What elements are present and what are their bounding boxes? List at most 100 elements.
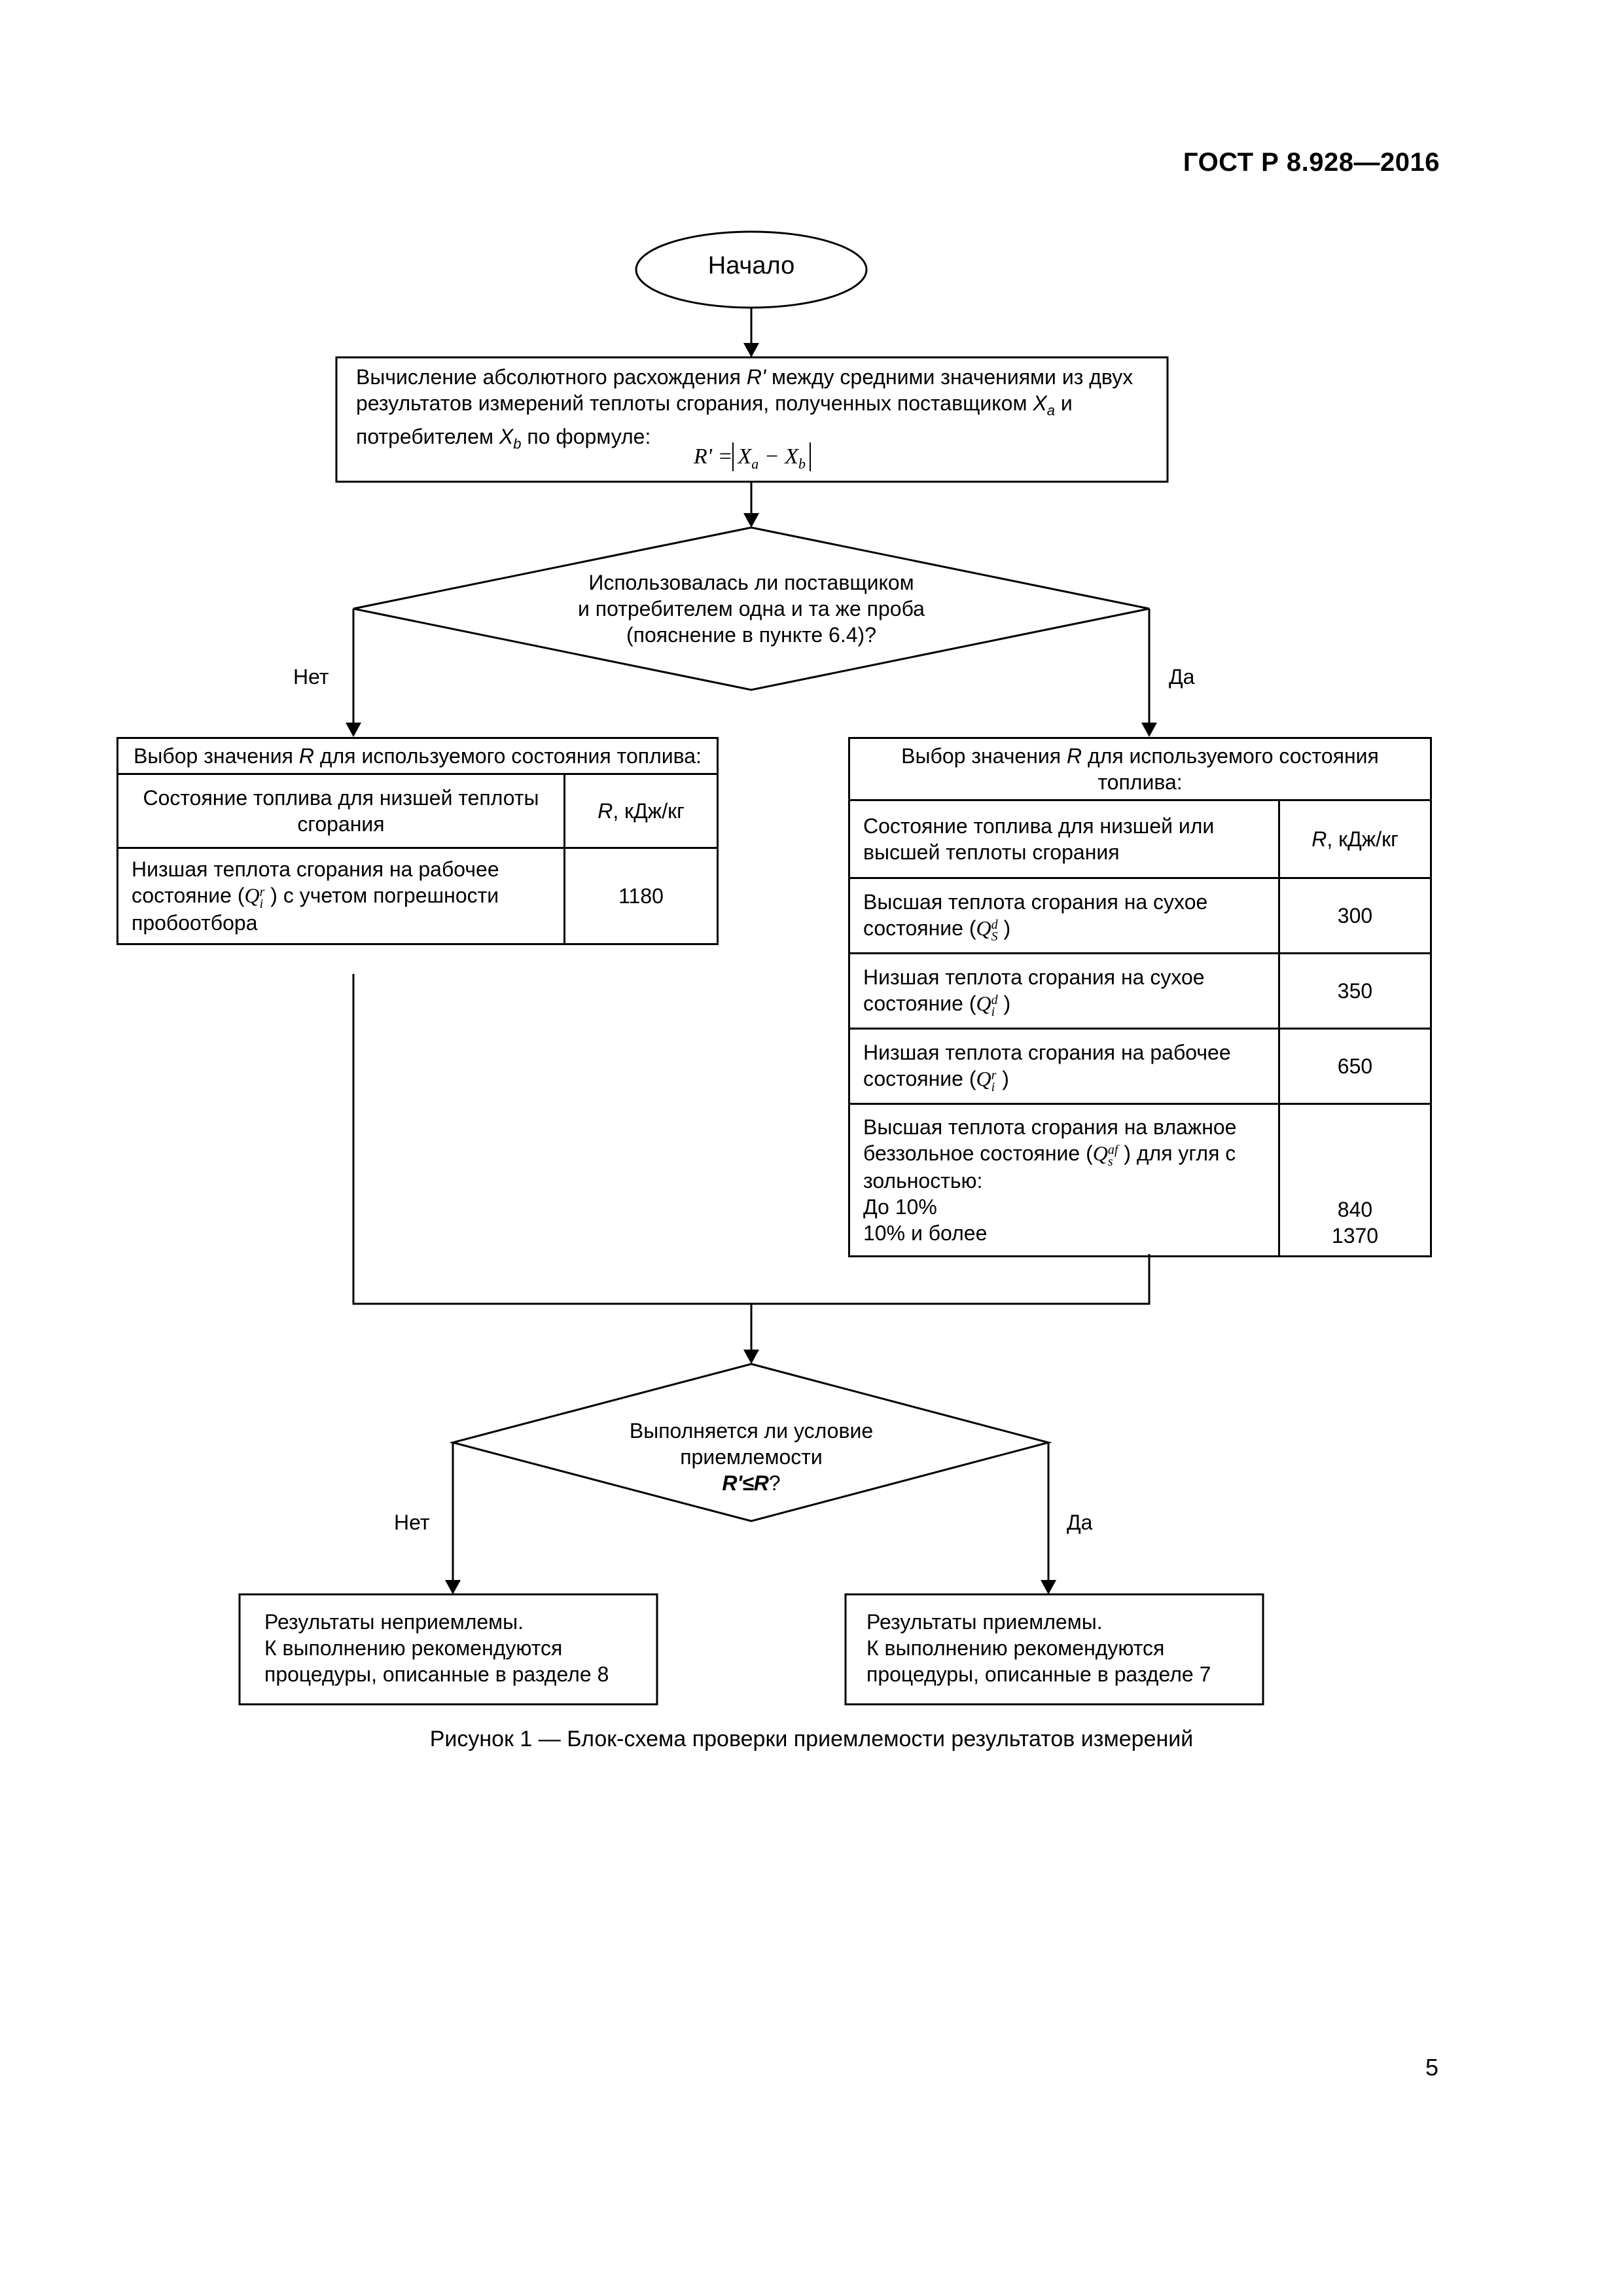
row-text: ) <box>997 992 1011 1016</box>
q-letter: Q <box>976 1067 991 1091</box>
right-table-row1-value: 300 <box>1278 877 1432 954</box>
decision1-yes-label: Да <box>1169 665 1195 689</box>
formula-xa: X <box>738 444 752 469</box>
q-letter: Q <box>976 992 991 1016</box>
decision2-line1: Выполняется ли условие <box>629 1419 874 1443</box>
q-letter: Q <box>1092 1141 1108 1166</box>
r-symbol: R <box>298 744 314 768</box>
arrowhead <box>743 1350 759 1364</box>
connector-left-merge <box>352 974 751 1305</box>
decision2-text: Выполняется ли условие приемлемости R'≤R… <box>555 1418 948 1496</box>
row-text: ) <box>997 916 1011 941</box>
q-subscript: s <box>1107 1154 1113 1169</box>
formula-lhs: R' = <box>694 444 733 469</box>
result-bad-line3: процедуры, описанные в разделе 8 <box>264 1662 609 1686</box>
decision2-diamond <box>449 1363 1052 1522</box>
left-table-col2-header: R, кДж/кг <box>563 773 719 849</box>
result-good-text: Результаты приемлемы. К выполнению реком… <box>866 1609 1253 1687</box>
page-number: 5 <box>1425 2054 1438 2081</box>
q-superscript: r <box>991 1067 997 1083</box>
decision1-line2: и потребителем одна и та же проба <box>578 597 925 620</box>
ash-range-1: До 10% <box>863 1194 937 1219</box>
left-table-caption: Выбор значения R для используемого состо… <box>116 737 719 775</box>
unit-text: , кДж/кг <box>1327 827 1399 851</box>
caption-text: для используемого состояния топлива: <box>314 744 702 768</box>
q-subscript: i <box>259 896 264 911</box>
arrowhead <box>743 513 759 528</box>
r-symbol: R <box>597 799 613 823</box>
step1-text-d: по формуле: <box>521 425 651 449</box>
step1-text-c: и потребителем <box>356 391 1073 449</box>
q-letter: Q <box>244 884 260 908</box>
left-table-col1-header: Состояние топлива для низшей теплоты сго… <box>116 773 565 849</box>
step1-text-a: Вычисление абсолютного расхождения <box>356 365 747 389</box>
arrowhead <box>445 1580 461 1594</box>
arrowhead <box>743 343 759 357</box>
ash-range-2-value: 1370 <box>1331 1224 1379 1247</box>
q-superscript: r <box>259 884 265 899</box>
step1-box <box>335 356 1169 483</box>
ash-range-1-value: 840 <box>1337 1198 1373 1221</box>
left-table-row1-value: 1180 <box>563 847 719 945</box>
arrowhead <box>346 723 361 737</box>
decision1-line1: Использовалась ли поставщиком <box>588 571 914 594</box>
decision1-line3: (пояснение в пункте 6.4)? <box>626 623 876 647</box>
result-good-line2: К выполнению рекомендуются <box>866 1636 1165 1660</box>
formula-minus: − <box>758 444 785 469</box>
right-table-row3-label: Низшая теплота сгорания на рабочее состо… <box>848 1028 1280 1105</box>
formula-xb-sub: b <box>798 455 806 472</box>
result-bad-line2: К выполнению рекомендуются <box>264 1636 563 1660</box>
result-bad-text: Результаты неприемлемы. К выполнению рек… <box>264 1609 651 1687</box>
formula: R' =Xa − Xb <box>694 442 811 472</box>
row-text: ) с учетом погрешности пробоотбора <box>132 884 499 935</box>
decision2-no-label: Нет <box>394 1511 430 1534</box>
condition-formula: R'≤R <box>722 1471 769 1495</box>
decision2-condition: R'≤R? <box>555 1470 948 1496</box>
xb-subscript: b <box>513 435 522 452</box>
row-text: Низшая теплота сгорания на сухое состоян… <box>863 965 1205 1016</box>
q-superscript: d <box>991 917 998 932</box>
q-subscript: i <box>991 1004 995 1019</box>
right-table-row3-value: 650 <box>1278 1028 1432 1105</box>
figure-caption: Рисунок 1 — Блок-схема проверки приемлем… <box>429 1727 1194 1751</box>
right-table-row4-values: 840 1370 <box>1278 1103 1432 1257</box>
decision1-no-label: Нет <box>293 665 329 689</box>
left-table: Выбор значения R для используемого состо… <box>116 737 719 945</box>
caption-text: для используемого состояния топлива: <box>1082 744 1379 794</box>
q-letter: Q <box>976 916 991 941</box>
ash-range-2: 10% и более <box>863 1221 988 1245</box>
q-subscript: i <box>991 1079 995 1094</box>
decision1-text: Использовалась ли поставщиком и потребит… <box>522 569 980 648</box>
result-bad-box <box>238 1593 658 1706</box>
right-table-row4-label: Высшая теплота сгорания на влажное беззо… <box>848 1103 1280 1257</box>
q-superscript: af <box>1107 1142 1118 1157</box>
formula-xa-sub: a <box>751 455 759 472</box>
r-prime-symbol: R' <box>746 365 766 389</box>
row-text: Низшая теплота сгорания на рабочее состо… <box>863 1041 1231 1091</box>
document-id: ГОСТ Р 8.928—2016 <box>1183 148 1440 177</box>
row-text: Низшая теплота сгорания на рабочее состо… <box>132 857 499 908</box>
start-label: Начало <box>707 252 795 279</box>
decision1-diamond <box>353 526 1150 691</box>
result-good-line3: процедуры, описанные в разделе 7 <box>866 1662 1211 1686</box>
connector-right-merge <box>751 1254 1150 1305</box>
decision2-yes-label: Да <box>1067 1511 1093 1534</box>
row-text: ) для угля с зольностью: <box>863 1141 1236 1193</box>
xb-symbol: X <box>499 425 514 449</box>
formula-xb: X <box>785 444 798 469</box>
result-good-box <box>844 1593 1264 1706</box>
right-table-row2-value: 350 <box>1278 952 1432 1030</box>
decision2-line2: приемлемости <box>680 1445 823 1469</box>
row-text: Высшая теплота сгорания на сухое состоян… <box>863 890 1208 941</box>
caption-text: Выбор значения <box>134 744 299 768</box>
right-table-row1-label: Высшая теплота сгорания на сухое состоян… <box>848 877 1280 954</box>
